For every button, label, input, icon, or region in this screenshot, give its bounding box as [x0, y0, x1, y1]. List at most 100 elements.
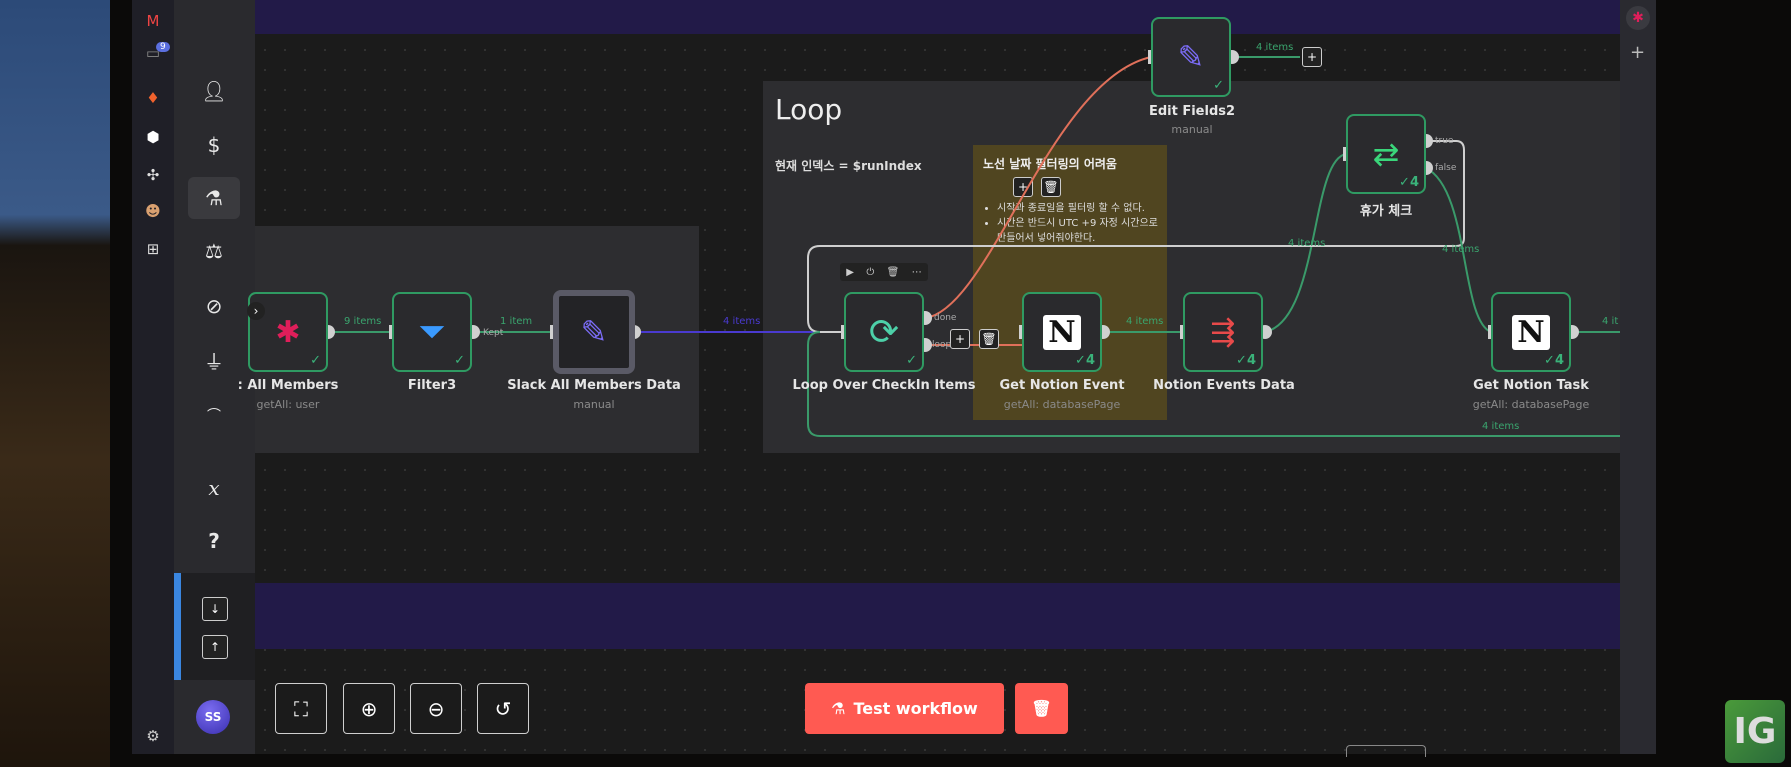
right-rail: ✱ +: [1620, 0, 1656, 754]
node-vacation-check[interactable]: ⇄✓4: [1346, 114, 1426, 194]
edge-add-button[interactable]: +: [950, 329, 970, 349]
upload-icon[interactable]: ↑: [202, 635, 228, 659]
node-loop-over-checkin-items[interactable]: ⟳✓: [844, 292, 924, 372]
notification-badge: 9: [156, 42, 170, 52]
node-subtitle: manual: [573, 398, 615, 411]
node-notion-events-data[interactable]: ⇶✓4: [1183, 292, 1263, 372]
split-out-icon: ⇶: [1210, 314, 1236, 350]
ban-icon[interactable]: ⊘: [205, 294, 223, 318]
delete-execution-button[interactable]: 🗑︎: [1015, 683, 1068, 734]
reset-zoom-button[interactable]: ↺: [477, 683, 529, 734]
sticky-note[interactable]: 노선 날짜 필터링의 어려움 + 🗑︎ 시작과 종료일을 필터링 할 수 없다.…: [973, 145, 1167, 420]
edge-label: 4 it: [1602, 316, 1619, 327]
trash-icon: 🗑︎: [1031, 699, 1052, 718]
sync-panel: ↓ ↑: [174, 573, 255, 680]
node-label: Get Notion Event: [999, 378, 1125, 393]
node-label: 휴가 체크: [1359, 204, 1413, 219]
node-label: Notion Events Data: [1153, 378, 1295, 393]
trash-icon[interactable]: 🗑︎: [886, 266, 900, 278]
pencil-icon: ✎: [580, 313, 608, 351]
hand-dollar-icon[interactable]: $: [207, 133, 221, 157]
sticky-bullet: 시작과 종료일을 필터링 할 수 없다.: [997, 201, 1163, 216]
zoom-out-button[interactable]: ⊖: [410, 683, 462, 734]
n8n-sidebar: 👤︎ $ ⚗ ⚖ ⊘ ⏚ ⌒ 𝑥 ? ↓ ↑ SS: [174, 0, 255, 754]
puzzle-icon[interactable]: ✣: [146, 166, 160, 184]
node-filter3[interactable]: ⏷✓: [392, 292, 472, 372]
zoom-in-button[interactable]: ⊕: [343, 683, 395, 734]
node-label: Get Notion Task: [1473, 378, 1589, 393]
node-get-notion-task[interactable]: N✓4: [1491, 292, 1571, 372]
port-label-true: true: [1435, 136, 1454, 146]
desktop-background: [0, 0, 110, 767]
test-workflow-label: Test workflow: [853, 699, 978, 718]
edge-bottom-return: [807, 331, 1620, 437]
port-label-kept: Kept: [483, 328, 504, 338]
node-label: Edit Fields2: [1148, 104, 1236, 119]
edge-label: 4 items: [1126, 316, 1164, 327]
node-subtitle: getAll: databasePage: [1003, 398, 1121, 411]
edge-label: 4 items: [1288, 238, 1326, 249]
cube-app-icon[interactable]: ⬢: [146, 128, 160, 146]
loop-group-note: 현재 인덱스 = $runIndex: [775, 159, 922, 173]
top-band: [255, 0, 1620, 34]
edge-true-back: [807, 140, 1465, 333]
notion-icon: N: [1043, 314, 1081, 350]
node-subtitle: getAll: user: [256, 398, 320, 411]
edge-events-check: [1264, 153, 1347, 333]
avatar[interactable]: SS: [196, 700, 230, 734]
help-icon[interactable]: ?: [208, 529, 220, 553]
node-subtitle: manual: [1171, 123, 1213, 136]
user-icon[interactable]: 👤︎: [201, 79, 227, 103]
power-icon[interactable]: ⏻: [866, 266, 875, 278]
gitlab-icon[interactable]: ♦: [146, 89, 160, 107]
more-icon[interactable]: ⋯: [911, 266, 922, 278]
edge-false-task: [1425, 167, 1492, 333]
gmail-icon[interactable]: M: [146, 12, 160, 30]
execute-node-icon[interactable]: ▶: [846, 266, 854, 278]
loop-group-title: Loop: [775, 93, 843, 126]
slack-icon[interactable]: ✱: [1626, 6, 1650, 30]
filter-icon: ⏷: [418, 312, 446, 352]
node-label: : All Members: [237, 378, 339, 393]
slack-icon: ✱: [275, 314, 301, 350]
edge-done-editfields: [924, 56, 1152, 319]
add-service-icon[interactable]: ⊞: [146, 240, 160, 258]
corner-logo: IG: [1725, 700, 1785, 763]
download-icon[interactable]: ↓: [202, 597, 228, 621]
port-label-done: done: [934, 313, 957, 323]
port-label-loop: loop: [932, 340, 952, 350]
node-label: Filter3: [407, 378, 457, 393]
pencil-icon: ✎: [1177, 38, 1205, 76]
service-dock: M ▭9 ♦ ⬢ ✣ ☻ ⊞ ⚙: [132, 0, 174, 754]
test-workflow-button[interactable]: ⚗Test workflow: [805, 683, 1004, 734]
cloud-icon[interactable]: ⌒: [207, 408, 221, 424]
edge-label: 4 items: [723, 316, 761, 327]
edge-delete-button[interactable]: 🗑︎: [979, 329, 999, 349]
port-label-false: false: [1435, 163, 1457, 173]
expand-sidebar-button[interactable]: ›: [247, 302, 265, 320]
flask-icon[interactable]: ⚗: [188, 177, 240, 219]
add-node-button[interactable]: +: [1302, 47, 1322, 67]
bottom-band: [255, 583, 1620, 649]
sticky-title: 노선 날짜 필터링의 어려움: [983, 157, 1117, 171]
app-icon[interactable]: ▭9: [132, 42, 174, 62]
node-edit-fields2[interactable]: ✎✓: [1151, 17, 1231, 97]
corner-logo-text: IG: [1733, 711, 1777, 752]
edge-label: 4 items: [1482, 421, 1520, 432]
fit-view-button[interactable]: ⛶: [275, 683, 327, 734]
node-label: Slack All Members Data: [507, 378, 681, 393]
sticky-bullet: 시간은 반드시 UTC +9 자정 시간으로 만들어서 넣어줘야한다.: [997, 216, 1163, 246]
plug-icon[interactable]: ⏚: [204, 349, 224, 374]
sticky-delete-button[interactable]: 🗑︎: [1041, 177, 1061, 197]
scale-icon[interactable]: ⚖: [205, 239, 223, 263]
panel-handle[interactable]: [1346, 745, 1426, 757]
add-icon[interactable]: +: [1630, 42, 1646, 63]
node-slack-all-members-data[interactable]: ✎: [553, 290, 635, 374]
loop-arrows-icon: ⟳: [868, 311, 900, 353]
node-subtitle: getAll: databasePage: [1472, 398, 1590, 411]
variables-icon[interactable]: 𝑥: [208, 476, 220, 500]
node-get-notion-event[interactable]: N✓4: [1022, 292, 1102, 372]
settings-gear-icon[interactable]: ⚙: [146, 727, 160, 745]
edge-label: 4 items: [1256, 42, 1294, 53]
face-app-icon[interactable]: ☻: [145, 202, 161, 220]
